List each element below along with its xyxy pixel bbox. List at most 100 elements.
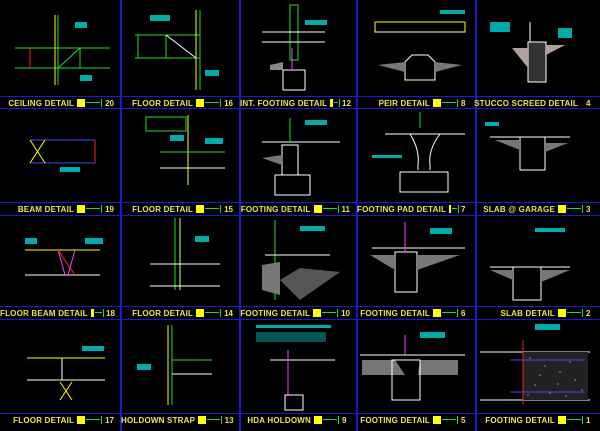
leader-tick <box>457 416 458 424</box>
detail-title-block: STUCCO SCREED DETAIL 4 <box>474 97 600 109</box>
leader-tick <box>582 416 583 424</box>
leader-line <box>205 311 220 313</box>
detail-tag-marker <box>196 309 205 317</box>
leader-line <box>86 207 101 209</box>
leader-line <box>323 418 337 420</box>
leader-line <box>322 207 337 209</box>
leader-tick <box>220 99 222 107</box>
detail-title-block: FOOTING PAD DETAIL 7 <box>357 203 475 215</box>
leader-tick <box>101 416 103 424</box>
detail-number: 10 <box>341 308 350 318</box>
detail-title-block: SLAB DETAIL 2 <box>476 307 600 319</box>
detail-tag-marker <box>313 309 322 317</box>
detail-cell: SLAB DETAIL 2 <box>476 307 600 319</box>
detail-tag-marker <box>196 205 205 213</box>
detail-title-block: HDA HOLDOWN 9 <box>240 414 356 426</box>
detail-number: 13 <box>224 415 234 425</box>
detail-title-block: FOOTING DETAIL 10 <box>240 307 356 319</box>
detail-title: FLOOR BEAM DETAIL <box>0 308 88 318</box>
detail-cell: FLOOR DETAIL 17 <box>0 414 120 426</box>
detail-tag-marker <box>433 416 441 424</box>
leader-line <box>567 311 581 313</box>
detail-cell: FLOOR DETAIL 15 <box>121 203 239 215</box>
detail-number: 2 <box>586 308 591 318</box>
detail-number: 1 <box>586 415 591 425</box>
leader-line <box>322 311 337 313</box>
leader-line <box>86 101 101 103</box>
detail-title: FOOTING DETAIL <box>485 415 555 425</box>
detail-cell: FOOTING DETAIL 6 <box>357 307 475 319</box>
leader-tick <box>582 205 583 213</box>
detail-title: FOOTING DETAIL <box>360 415 430 425</box>
leader-tick <box>220 416 222 424</box>
leader-tick <box>101 205 103 213</box>
grid-divider <box>0 96 600 97</box>
detail-title-block: INT. FOOTING DETAIL 12 <box>240 97 356 109</box>
detail-title-block: SLAB @ GARAGE 3 <box>476 203 600 215</box>
detail-number: 7 <box>461 204 466 214</box>
detail-tag-marker <box>558 309 566 317</box>
detail-cell: FLOOR DETAIL 14 <box>121 307 239 319</box>
leader-line <box>95 311 102 313</box>
detail-tag-marker <box>558 416 566 424</box>
detail-number: 9 <box>342 415 347 425</box>
detail-cell: INT. FOOTING DETAIL 12 <box>240 97 356 108</box>
detail-title: STUCCO SCREED DETAIL <box>474 98 578 108</box>
detail-title-block: FOOTING DETAIL 6 <box>357 307 475 319</box>
detail-number: 6 <box>461 308 466 318</box>
detail-cell: FOOTING DETAIL 5 <box>357 414 475 426</box>
detail-cell: SLAB @ GARAGE 3 <box>476 203 600 215</box>
detail-title: SLAB @ GARAGE <box>483 204 555 214</box>
detail-tag-marker <box>433 309 441 317</box>
detail-tag-marker <box>77 416 86 424</box>
detail-title-block: PEIR DETAIL 8 <box>357 97 475 109</box>
leader-line <box>86 418 101 420</box>
detail-title: BEAM DETAIL <box>17 204 75 214</box>
leader-line <box>567 207 581 209</box>
detail-title-block: HOLDOWN STRAP 13 <box>121 414 239 426</box>
detail-cell: CEILING DETAIL 20 <box>0 97 120 108</box>
leader-tick <box>337 205 339 213</box>
leader-line <box>567 418 581 420</box>
detail-title-block: FLOOR DETAIL 17 <box>0 414 120 426</box>
leader-tick <box>337 309 339 317</box>
leader-tick <box>338 416 339 424</box>
grid-divider <box>0 413 600 414</box>
detail-tag-marker <box>77 205 86 213</box>
detail-cell: FLOOR DETAIL 16 <box>121 97 239 108</box>
detail-number: 3 <box>586 204 591 214</box>
detail-number: 17 <box>105 415 114 425</box>
leader-line <box>333 101 338 103</box>
detail-title: FOOTING DETAIL <box>360 308 430 318</box>
detail-title: FOOTING DETAIL <box>240 308 311 318</box>
detail-title-block: FLOOR DETAIL 15 <box>121 203 239 215</box>
leader-line <box>205 101 220 103</box>
leader-tick <box>457 99 458 107</box>
leader-tick <box>101 99 103 107</box>
detail-cell: PEIR DETAIL 8 <box>357 97 475 108</box>
detail-title-block: FOOTING DETAIL 1 <box>476 414 600 426</box>
leader-line <box>442 418 456 420</box>
detail-title: FOOTING PAD DETAIL <box>357 204 447 214</box>
detail-number: 12 <box>342 98 351 108</box>
detail-tag-marker <box>196 99 205 107</box>
detail-cell: HDA HOLDOWN 9 <box>240 414 356 426</box>
detail-cell: STUCCO SCREED DETAIL 4 <box>474 97 600 109</box>
detail-title: FOOTING DETAIL <box>240 204 311 214</box>
detail-number: 20 <box>105 98 114 108</box>
detail-tag-marker <box>77 99 86 107</box>
detail-title: FLOOR DETAIL <box>132 204 194 214</box>
detail-number: 14 <box>224 308 233 318</box>
leader-tick <box>457 309 458 317</box>
leader-line <box>452 207 457 209</box>
detail-tag-marker <box>558 205 566 213</box>
detail-title: SLAB DETAIL <box>500 308 555 318</box>
detail-cell: FOOTING PAD DETAIL 7 <box>357 203 475 215</box>
detail-title: FLOOR DETAIL <box>13 415 75 425</box>
grid-divider <box>0 319 600 320</box>
detail-title: CEILING DETAIL <box>8 98 75 108</box>
leader-tick <box>582 309 583 317</box>
leader-line <box>206 418 220 420</box>
detail-cell: FOOTING DETAIL 10 <box>240 307 356 319</box>
